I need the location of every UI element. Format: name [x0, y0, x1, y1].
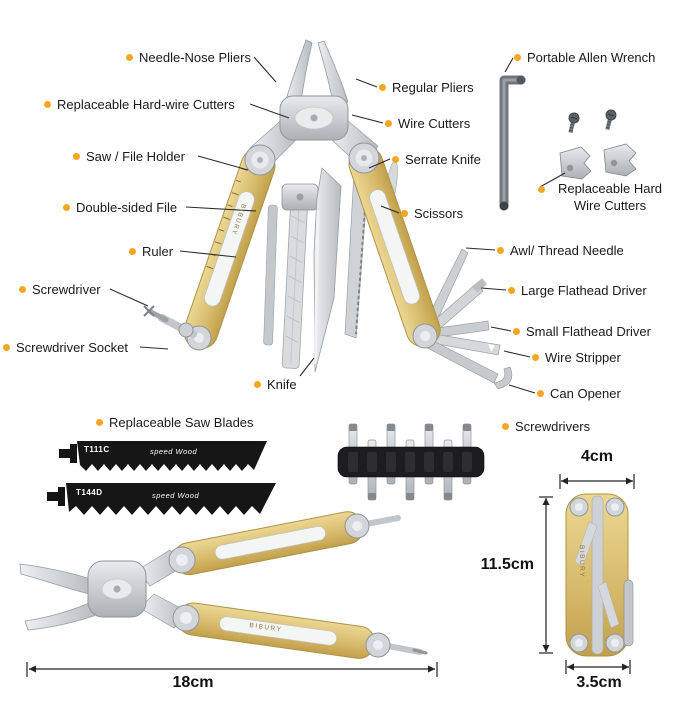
bullet-icon: [385, 120, 392, 127]
callout-label: Screwdrivers: [515, 419, 591, 434]
bullet-icon: [3, 344, 10, 351]
bullet-icon: [63, 204, 70, 211]
bullet-icon: [513, 328, 520, 335]
callout-replaceable-saw-blades: Replaceable Saw Blades: [96, 415, 254, 430]
callout-label: Screwdriver: [32, 282, 101, 297]
callout-label: Large Flathead Driver: [521, 283, 647, 298]
spare-cutters-illustration: [559, 109, 637, 180]
dimension-folded-width: 4cm: [580, 448, 614, 465]
bullet-icon: [401, 210, 408, 217]
callout-label: Awl/ Thread Needle: [510, 243, 624, 258]
saw-blade-model: T144D: [76, 488, 103, 497]
dimension-height: 11.5cm: [480, 556, 534, 573]
callout-knife: Knife: [254, 377, 297, 392]
saw-blades-illustration: [47, 441, 276, 515]
bullet-icon: [96, 419, 103, 426]
callout-label: Regular Pliers: [392, 80, 474, 95]
multitool-folded-illustration: [565, 493, 634, 657]
bullet-icon: [73, 153, 80, 160]
callout-saw-file-holder: Saw / File Holder: [73, 149, 185, 164]
brand-text: BIBURY: [578, 545, 585, 579]
callout-label: Portable Allen Wrench: [527, 50, 656, 65]
callout-label: Saw / File Holder: [86, 149, 185, 164]
callout-replaceable-hard-wire-cutters: Replaceable Hard-wire Cutters: [44, 97, 235, 112]
saw-blade-model: T111C: [84, 445, 110, 454]
callout-label: Double-sided File: [76, 200, 178, 215]
screwdriver-bits-illustration: [337, 423, 485, 501]
callout-label: Wire Stripper: [545, 350, 621, 365]
callout-screwdriver: Screwdriver: [19, 282, 101, 297]
callout-label: Small Flathead Driver: [526, 324, 651, 339]
callout-label: Knife: [267, 377, 297, 392]
callout-screwdrivers: Screwdrivers: [502, 419, 590, 434]
dimension-thickness: 3.5cm: [576, 674, 622, 691]
saw-blade-marking: speed Wood: [152, 491, 200, 500]
bullet-icon: [44, 101, 51, 108]
callout-lines: [109, 56, 566, 394]
bullet-icon: [502, 423, 509, 430]
callout-portable-allen-wrench: Portable Allen Wrench: [514, 50, 655, 65]
bullet-icon: [537, 390, 544, 397]
callout-can-opener: Can Opener: [537, 386, 621, 401]
callout-wire-stripper: Wire Stripper: [532, 350, 621, 365]
callout-regular-pliers: Regular Pliers: [379, 80, 474, 95]
callout-replaceable-hard-wire-cutters-spare: Replaceable Hard Wire Cutters: [538, 181, 672, 215]
callout-label: Scissors: [414, 206, 464, 221]
callout-large-flathead-driver: Large Flathead Driver: [508, 283, 647, 298]
callout-small-flathead-driver: Small Flathead Driver: [513, 324, 651, 339]
bullet-icon: [508, 287, 515, 294]
callout-label: Serrate Knife: [405, 152, 481, 167]
callout-label: Can Opener: [550, 386, 621, 401]
multitool-open-illustration: [143, 39, 513, 390]
saw-blade-marking: speed Wood: [150, 447, 198, 456]
bullet-icon: [392, 156, 399, 163]
bullet-icon: [514, 54, 521, 61]
callout-label: Replaceable Hard-wire Cutters: [57, 97, 235, 112]
callout-double-sided-file: Double-sided File: [63, 200, 177, 215]
bullet-icon: [254, 381, 261, 388]
callout-scissors: Scissors: [401, 206, 463, 221]
callout-label: Replaceable Saw Blades: [109, 415, 254, 430]
dimension-lines: [26, 474, 635, 677]
callout-label: Ruler: [142, 244, 174, 259]
multitool-pliers-open-illustration: [19, 511, 428, 659]
bullet-icon: [497, 247, 504, 254]
callout-screwdriver-socket: Screwdriver Socket: [3, 340, 128, 355]
bullet-icon: [379, 84, 386, 91]
callout-serrate-knife: Serrate Knife: [392, 152, 481, 167]
callout-wire-cutters: Wire Cutters: [385, 116, 470, 131]
allen-wrench-illustration: [499, 75, 526, 211]
callout-awl-thread-needle: Awl/ Thread Needle: [497, 243, 624, 258]
bullet-icon: [532, 354, 539, 361]
callout-label: Needle-Nose Pliers: [139, 50, 251, 65]
dimension-open-length: 18cm: [172, 674, 214, 691]
callout-label: Screwdriver Socket: [16, 340, 128, 355]
callout-needle-nose-pliers: Needle-Nose Pliers: [126, 50, 251, 65]
bullet-icon: [538, 186, 545, 193]
bullet-icon: [126, 54, 133, 61]
bullet-icon: [19, 286, 26, 293]
callout-ruler: Ruler: [129, 244, 173, 259]
callout-label: Replaceable Hard Wire Cutters: [557, 181, 663, 213]
bullet-icon: [129, 248, 136, 255]
callout-label: Wire Cutters: [398, 116, 471, 131]
